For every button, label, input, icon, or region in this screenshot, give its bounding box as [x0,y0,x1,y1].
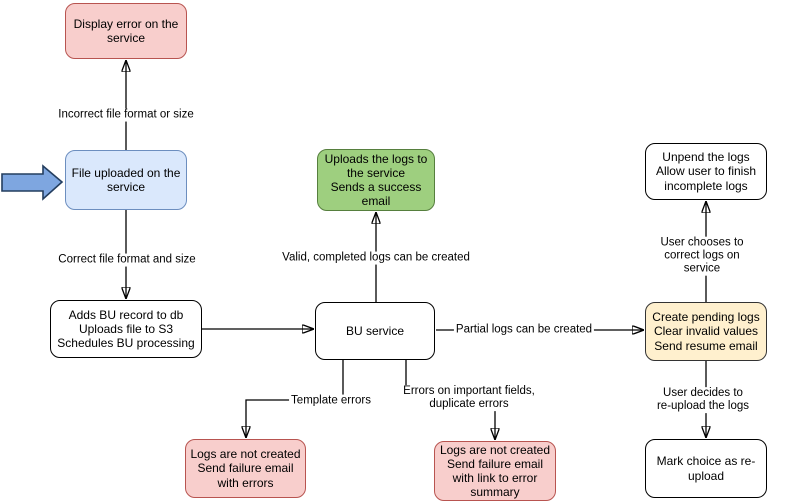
node-bu-service: BU service [315,302,435,360]
node-unpend-logs: Unpend the logs Allow user to finish inc… [645,143,767,200]
edge-label-valid-completed: Valid, completed logs can be created [280,251,472,265]
node-logs-failure-summary: Logs are not created Send failure email … [434,441,556,501]
edge-label-user-corrects: User chooses to correct logs on service [652,236,752,276]
start-arrow-icon [1,164,64,201]
edge-label-incorrect-format: Incorrect file format or size [56,108,196,122]
node-logs-failure-errors: Logs are not created Send failure email … [185,439,306,498]
node-create-pending-logs: Create pending logs Clear invalid values… [645,302,767,361]
edge-label-important-fields: Errors on important fields, duplicate er… [401,385,537,411]
node-display-error: Display error on the service [65,3,187,59]
edge-label-partial-logs: Partial logs can be created [453,323,595,337]
node-uploads-logs-success: Uploads the logs to the service Sends a … [317,149,435,211]
edge-label-correct-format: Correct file format and size [56,253,198,267]
node-mark-choice-reupload: Mark choice as re- upload [645,439,767,498]
edge-label-user-reuploads: User decides to re-upload the logs [654,387,752,413]
edge-label-template-errors: Template errors [289,394,373,408]
node-file-uploaded: File uploaded on the service [65,150,187,210]
node-adds-bu-record: Adds BU record to db Uploads file to S3 … [50,300,202,358]
